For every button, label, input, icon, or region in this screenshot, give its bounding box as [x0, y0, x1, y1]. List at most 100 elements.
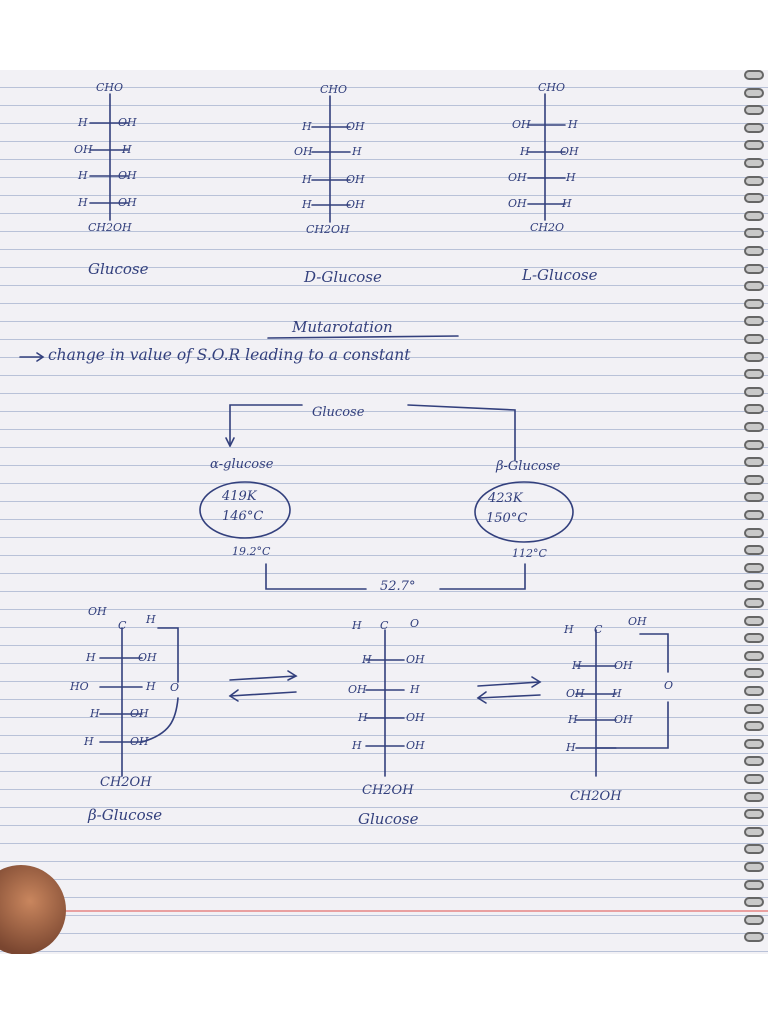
beta-rotation: 112°C	[512, 547, 547, 560]
beta-r1-right: OH	[138, 651, 157, 664]
l-glucose-r1-left: OH	[512, 118, 531, 131]
binding-ring	[744, 791, 764, 802]
open-top-carbon: C	[380, 619, 389, 632]
alpha-r2-right: H	[612, 687, 622, 700]
binding-ring	[744, 510, 764, 520]
alpha-r2-left: OH	[566, 687, 585, 700]
alpha-value-2: 146°C	[222, 509, 264, 524]
notebook-page: CHO H OH OH H H OH H OH CH2OH Glucose CH…	[0, 70, 768, 954]
binding-ring	[744, 862, 764, 872]
binding-ring	[744, 316, 764, 327]
open-top-left: H	[352, 619, 362, 632]
beta-r4-left: H	[84, 735, 94, 748]
equilibrium-rotation: 52.7°	[380, 579, 416, 594]
d-glucose-r1-left: H	[302, 120, 312, 133]
open-r1-left: H	[362, 653, 372, 666]
binding-ring	[744, 598, 764, 608]
beta-top-right: H	[146, 613, 156, 626]
binding-ring	[744, 369, 764, 380]
l-glucose-name: L-Glucose	[522, 266, 598, 284]
l-glucose-r4-right: H	[562, 197, 572, 210]
binding-ring	[744, 228, 764, 239]
open-r2-left: OH	[348, 683, 367, 696]
binding-ring	[744, 650, 764, 661]
binding-ring	[744, 580, 764, 591]
beta-value-1: 423K	[488, 491, 523, 506]
beta-r2-right: H	[146, 680, 156, 693]
ink-strokes	[19, 93, 669, 777]
binding-ring	[744, 158, 764, 168]
beta-name: β-Glucose	[88, 806, 163, 824]
glucose-r3-right: OH	[118, 169, 137, 182]
binding-ring	[744, 457, 764, 468]
binding-ring	[744, 914, 764, 925]
beta-value-2: 150°C	[486, 511, 528, 526]
beta-ring-oxygen: O	[170, 681, 180, 694]
open-r4-left: H	[352, 739, 362, 752]
binding-ring	[744, 246, 764, 256]
binding-ring	[744, 351, 764, 362]
binding-ring	[744, 721, 764, 732]
mutarotation-definition: change in value of S.O.R leading to a co…	[48, 346, 411, 364]
margin-line	[0, 910, 768, 912]
binding-ring	[744, 897, 764, 908]
open-r3-left: H	[358, 711, 368, 724]
binding-ring	[744, 298, 764, 309]
alpha-r4-left: H	[566, 741, 576, 754]
binding-ring	[744, 175, 764, 186]
l-glucose-r2-right: OH	[560, 145, 579, 158]
d-glucose-r3-right: OH	[346, 173, 365, 186]
l-glucose-r3-left: OH	[508, 171, 527, 184]
binding-ring	[744, 615, 764, 626]
alpha-r1-left: H	[572, 659, 582, 672]
alpha-top-right: OH	[628, 615, 647, 628]
alpha-r1-right: OH	[614, 659, 633, 672]
open-r1-right: OH	[406, 653, 425, 666]
beta-glucose-label: β-Glucose	[496, 459, 561, 474]
binding-ring	[744, 386, 764, 397]
d-glucose-r2-right: H	[352, 145, 362, 158]
open-name: Glucose	[358, 810, 419, 828]
open-r3-right: OH	[406, 711, 425, 724]
binding-ring	[744, 439, 764, 450]
alpha-glucose-label: α-glucose	[210, 457, 274, 472]
binding-ring	[744, 193, 764, 204]
binding-ring	[744, 844, 764, 855]
binding-ring	[744, 756, 764, 767]
open-bottom-group: CH2OH	[362, 783, 414, 798]
binding-ring	[744, 527, 764, 538]
binding-ring	[744, 422, 764, 432]
beta-r1-left: H	[86, 651, 96, 664]
glucose-name: Glucose	[88, 260, 149, 278]
binding-ring	[744, 879, 764, 890]
cycle-glucose-label: Glucose	[312, 405, 365, 420]
alpha-top-carbon: C	[594, 623, 603, 636]
open-r4-right: OH	[406, 739, 425, 752]
beta-r3-left: H	[90, 707, 100, 720]
glucose-r1-right: OH	[118, 116, 137, 129]
glucose-r1-left: H	[78, 116, 88, 129]
open-r2-right: H	[410, 683, 420, 696]
d-glucose-bottom-group: CH2OH	[306, 223, 350, 236]
open-top-right: O	[410, 617, 420, 630]
binding-ring	[744, 122, 764, 133]
binding-ring	[744, 545, 764, 556]
glucose-r3-left: H	[78, 169, 88, 182]
binding-ring	[744, 774, 764, 784]
alpha-bottom-group: CH2OH	[570, 789, 622, 804]
alpha-ring-oxygen: O	[664, 679, 674, 692]
d-glucose-top-group: CHO	[320, 83, 348, 96]
binding-ring	[744, 474, 764, 485]
binding-ring	[744, 809, 764, 820]
alpha-rotation: 19.2°C	[232, 545, 271, 558]
binding-ring	[744, 210, 764, 221]
l-glucose-bottom-group: CH2O	[530, 221, 565, 234]
binding-ring	[744, 105, 764, 116]
d-glucose-r3-left: H	[302, 173, 312, 186]
beta-r4-right: OH	[130, 735, 149, 748]
binding-ring	[744, 686, 764, 696]
alpha-r3-right: OH	[614, 713, 633, 726]
binding-ring	[744, 826, 764, 837]
glucose-bottom-group: CH2OH	[88, 221, 132, 234]
binding-ring	[744, 87, 764, 98]
